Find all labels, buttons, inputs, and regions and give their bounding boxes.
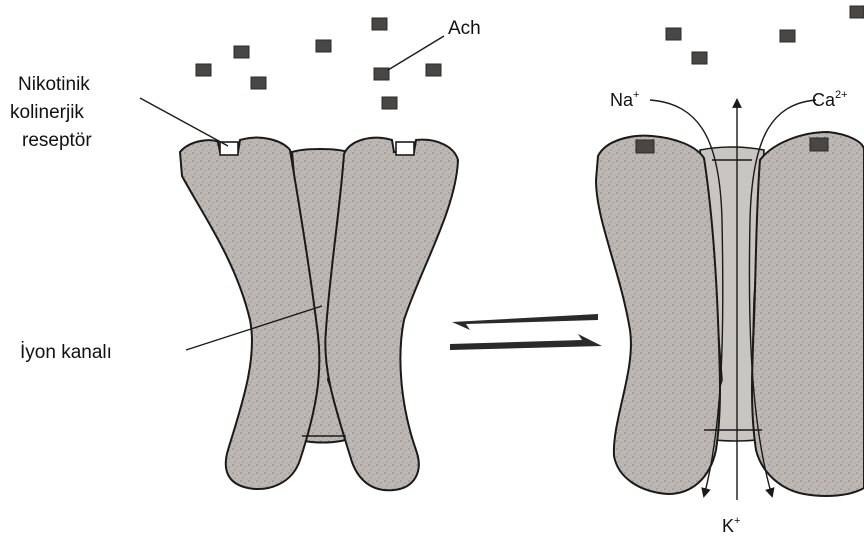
equilibrium-arrows (450, 314, 602, 350)
ach-molecule (780, 30, 795, 42)
ach-molecule (850, 6, 864, 18)
closed-left-notch (220, 142, 238, 155)
receptor-label-line2: kolinerjik (10, 102, 84, 123)
calcium-label: Ca2+ (812, 89, 848, 110)
receptor-label-line3: reseptör (22, 130, 92, 151)
receptor-label-line1: Nikotinik (18, 74, 90, 95)
ach-molecule (382, 97, 397, 109)
ach-label: Ach (448, 18, 481, 39)
ach-molecule (196, 64, 211, 76)
open-channel (596, 132, 864, 496)
free-ach-molecules (196, 18, 441, 109)
bound-ach-right (810, 138, 828, 151)
reverse-arrow (452, 314, 598, 330)
ach-molecule (666, 28, 681, 40)
ach-molecule (234, 46, 249, 58)
ach-molecule (372, 18, 387, 30)
forward-arrow (450, 334, 602, 350)
bound-ach-left (636, 140, 654, 153)
ach-molecule (426, 64, 441, 76)
potassium-label: K+ (722, 515, 740, 536)
ach-molecule (316, 40, 331, 52)
ach-molecule (374, 68, 389, 80)
closed-right-notch (396, 142, 414, 155)
open-right-subunit (752, 132, 864, 496)
ion-channel-label: İyon kanalı (20, 342, 112, 363)
sodium-label: Na+ (610, 89, 639, 110)
closed-right-subunit (325, 138, 458, 491)
closed-channel (180, 138, 458, 491)
ach-molecule (692, 52, 707, 64)
open-left-subunit (596, 136, 720, 494)
ach-molecule (251, 77, 266, 89)
